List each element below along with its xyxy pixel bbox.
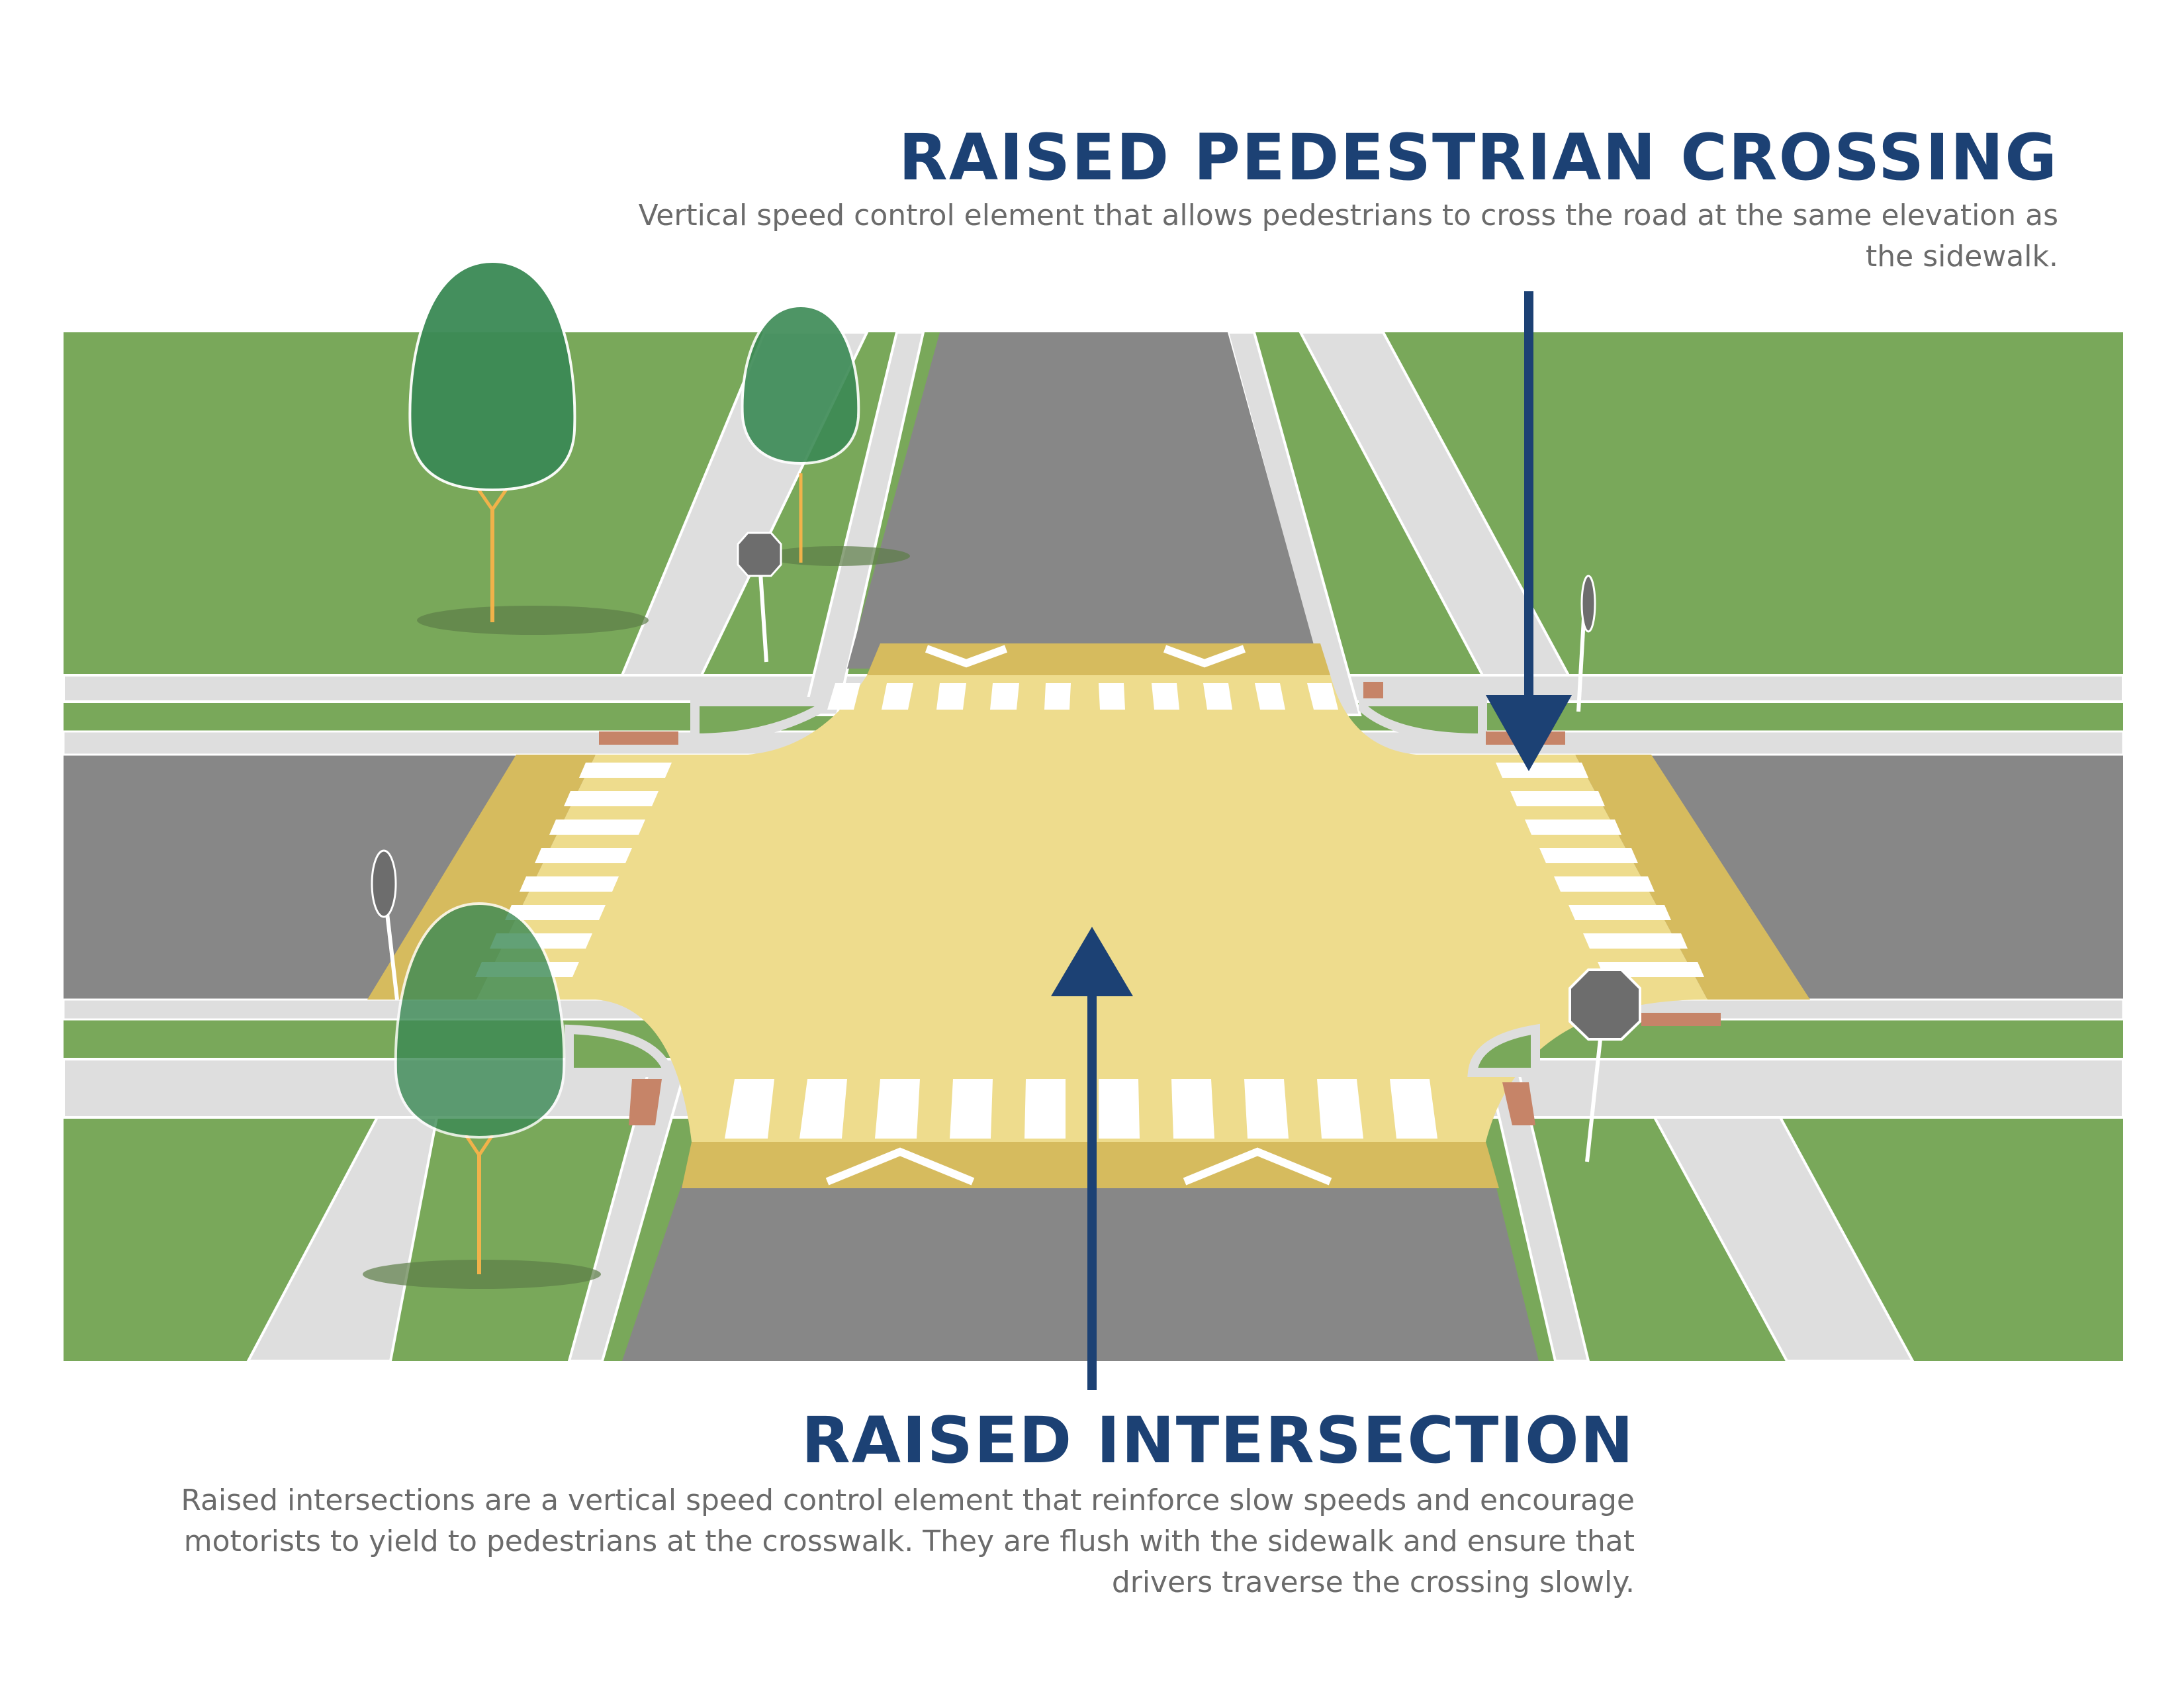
crosswalk-north — [827, 683, 1338, 710]
road-north — [847, 332, 1320, 669]
stop-sign-4 — [1569, 968, 1641, 1162]
raised-pedestrian-crossing-description: Vertical speed control element that allo… — [638, 199, 2058, 273]
ramp-east — [1575, 755, 1810, 1000]
stop-sign-2 — [1576, 575, 1596, 712]
tree-1 — [408, 259, 576, 622]
road-south — [622, 1185, 1539, 1361]
ramp-north — [867, 643, 1330, 675]
curb-ramps — [599, 682, 1721, 1125]
raised-pedestrian-crossing-title: RAISED PEDESTRIAN CROSSING — [898, 120, 2058, 195]
stop-sign-1 — [737, 532, 782, 663]
tree-2 — [741, 304, 860, 563]
tree-3 — [394, 902, 566, 1274]
corner-islands — [565, 697, 1540, 1077]
arrow-up — [1051, 927, 1133, 1390]
raised-intersection-title: RAISED INTERSECTION — [801, 1403, 1635, 1477]
raised-intersection-description: Raised intersections are a vertical spee… — [181, 1483, 1635, 1599]
speed-hump-chevrons — [825, 645, 1332, 1186]
ramps — [367, 643, 1810, 1188]
crosswalk-south — [725, 1079, 1437, 1139]
raised-table — [477, 675, 1707, 1142]
arrow-down — [1486, 291, 1572, 771]
stop-sign-3 — [371, 849, 399, 1000]
